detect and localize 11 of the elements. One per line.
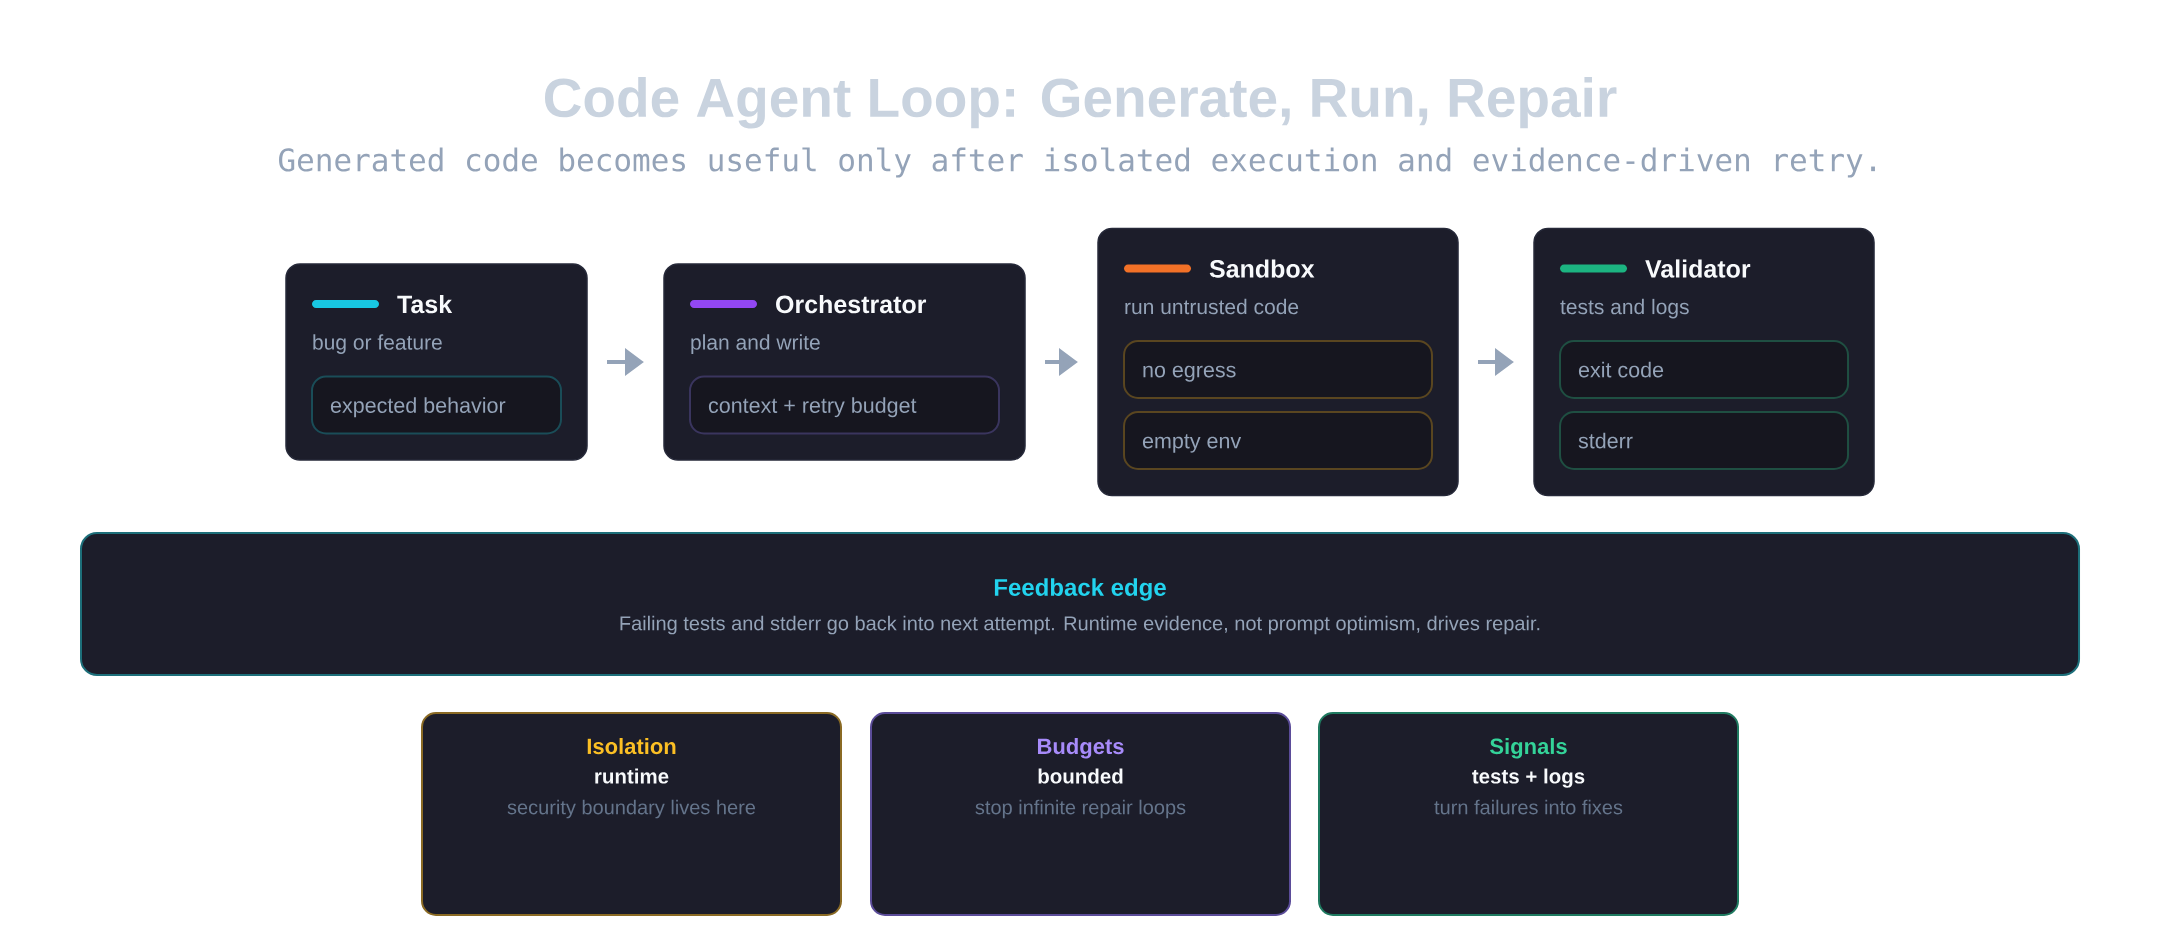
subtitle: Generated code becomes useful only after isolated execution and evidence-driven retry. bbox=[279, 147, 1875, 178]
feedback-panel: Feedback edge Failing tests and stderr go back into next attempt. Runtime evidence, not prompt optimism, drives repair. bbox=[80, 532, 2080, 676]
detail-box: empty env bbox=[1123, 411, 1433, 470]
info-card: Budgets bounded stop infinite repair loops bbox=[870, 712, 1291, 916]
detail-box: expected behavior bbox=[311, 375, 562, 435]
info-card: Signals tests + logs turn failures into fixes bbox=[1318, 712, 1739, 916]
detail-box: exit code bbox=[1559, 340, 1849, 399]
detail-box: stderr bbox=[1559, 411, 1849, 470]
detail-box: no egress bbox=[1123, 340, 1433, 399]
detail-box: context + retry budget bbox=[689, 375, 1000, 435]
info-card: Isolation runtime security boundary lives here bbox=[421, 712, 842, 916]
